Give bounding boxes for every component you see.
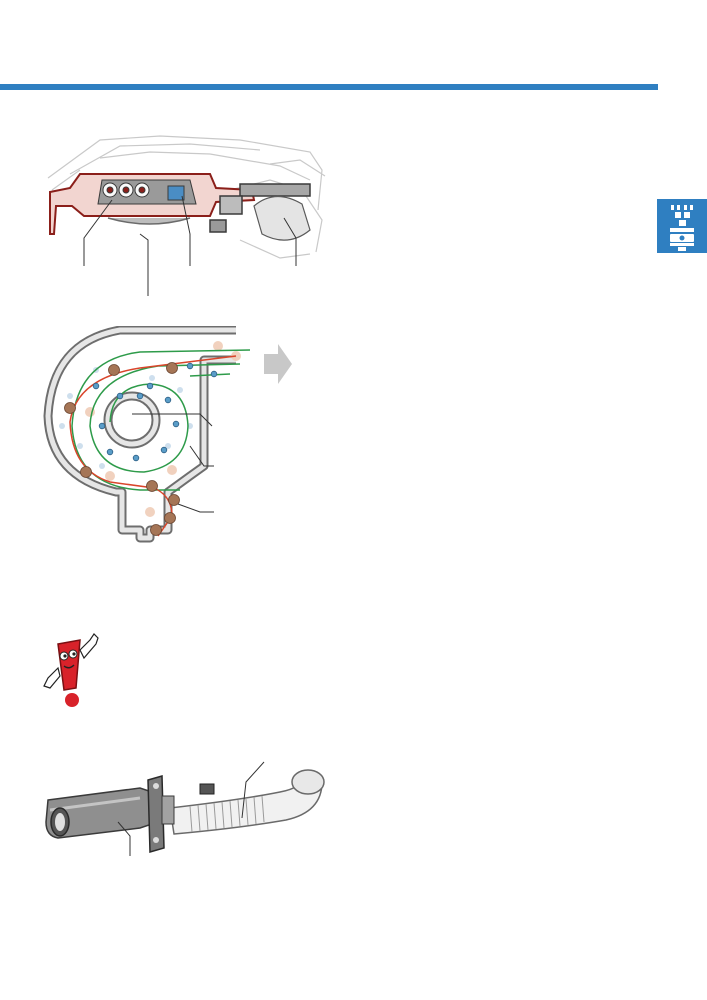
cyclone-oil-separator-diagram [40, 326, 300, 558]
warning-figure-icon [40, 630, 100, 710]
chapter-tab[interactable] [657, 199, 707, 253]
breather-hose-assembly [40, 752, 330, 862]
engine-cylinder-head-cutaway [40, 130, 330, 300]
page-header-rule [0, 84, 658, 90]
engine-piston-icon [657, 199, 707, 253]
